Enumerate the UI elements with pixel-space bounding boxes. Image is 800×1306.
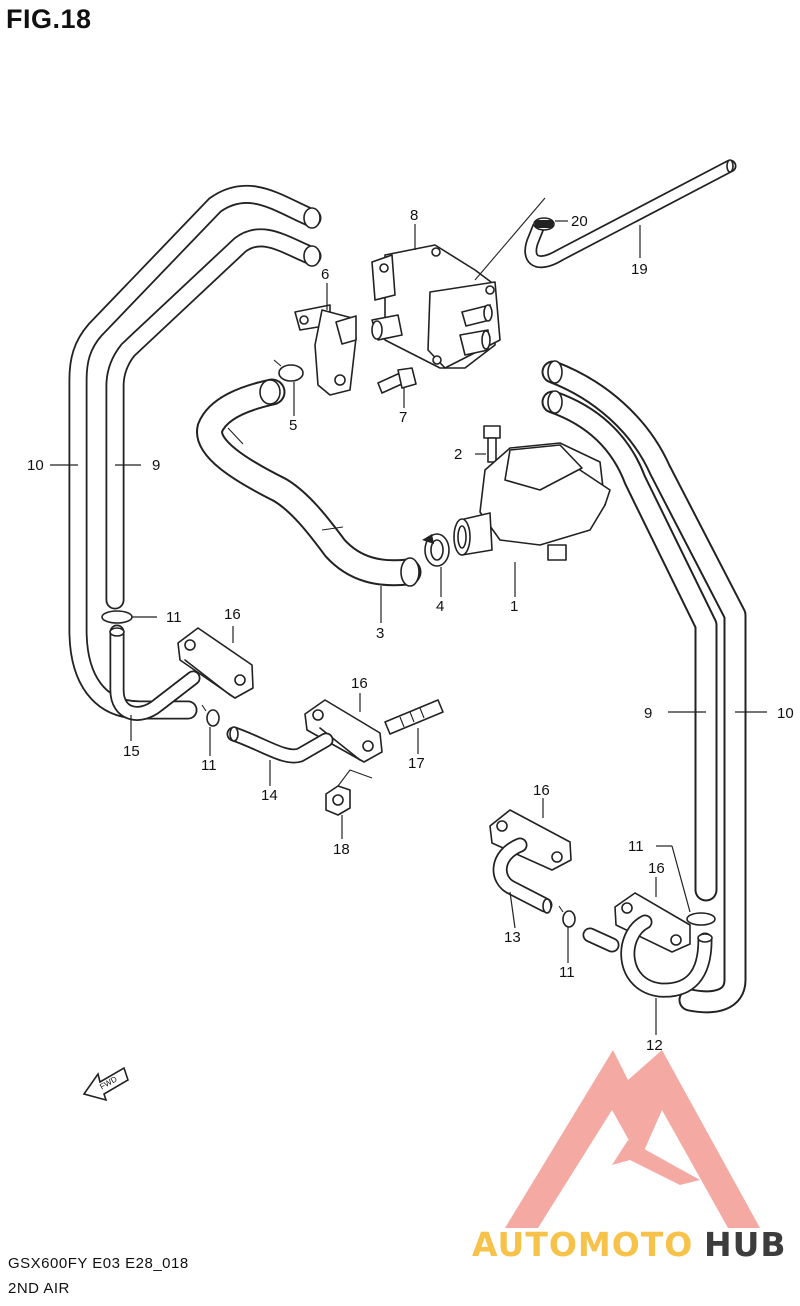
pipe-12 xyxy=(582,914,713,998)
clip-5 xyxy=(273,359,304,382)
clip-11-lower-center xyxy=(558,905,576,928)
bolt-2 xyxy=(483,425,501,463)
gasket-16-a xyxy=(177,627,254,699)
callout-16-c: 16 xyxy=(533,782,550,799)
callout-9-right: 9 xyxy=(644,705,652,722)
callout-14: 14 xyxy=(261,787,278,804)
callout-11-upper-left: 11 xyxy=(166,609,182,626)
watermark-brand-suffix: HUB xyxy=(704,1225,787,1264)
callout-13: 13 xyxy=(504,929,521,946)
watermark-logo xyxy=(505,1050,760,1228)
clip-11-upper-left xyxy=(101,610,133,624)
callout-19: 19 xyxy=(631,261,648,278)
callout-8: 8 xyxy=(410,207,418,224)
hose-19 xyxy=(524,159,737,269)
callout-5: 5 xyxy=(289,417,297,434)
callout-10-right: 10 xyxy=(777,705,794,722)
callout-16-b: 16 xyxy=(351,675,368,692)
callout-6: 6 xyxy=(321,266,329,283)
clip-11-lower-left xyxy=(201,704,220,727)
clip-11-right xyxy=(686,912,716,926)
hose-9-left xyxy=(105,228,322,610)
stud-17 xyxy=(384,699,444,735)
callout-numbers: 8 20 19 6 7 5 2 10 9 4 1 3 11 16 16 9 10… xyxy=(27,207,794,1054)
hose-10-left-end xyxy=(303,207,321,229)
callout-3: 3 xyxy=(376,625,384,642)
hose-3 xyxy=(196,378,422,587)
callout-12: 12 xyxy=(646,1037,663,1054)
callout-4: 4 xyxy=(436,598,444,615)
gasket-16-c xyxy=(489,809,572,871)
hose-10-left xyxy=(68,184,322,720)
watermark-brand: AUTOMOTO xyxy=(472,1225,693,1264)
callout-1: 1 xyxy=(510,598,518,615)
air-chamber-1 xyxy=(453,442,611,561)
callout-18: 18 xyxy=(333,841,350,858)
callout-2: 2 xyxy=(454,446,462,463)
callout-11-right: 11 xyxy=(628,838,644,855)
callout-10-left: 10 xyxy=(27,457,44,474)
callout-20: 20 xyxy=(571,213,588,230)
callout-7: 7 xyxy=(399,409,407,426)
pipe-15 xyxy=(109,624,201,721)
bracket-6 xyxy=(294,304,357,396)
callout-11-lower-center: 11 xyxy=(559,964,575,981)
callout-16-a: 16 xyxy=(224,606,241,623)
hose-9-right xyxy=(541,390,718,902)
leader-lines xyxy=(50,220,767,1035)
footer-model-code: GSX600FY E03 E28_018 xyxy=(8,1255,189,1272)
nut-18 xyxy=(325,769,373,816)
hose-10-right xyxy=(541,360,747,1014)
bolt-7 xyxy=(377,367,417,394)
pipe-13 xyxy=(492,837,553,914)
callout-17: 17 xyxy=(408,755,425,772)
watermark-text: AUTOMOTO HUB xyxy=(472,1225,787,1264)
fwd-arrow-icon: FWD xyxy=(82,1066,129,1102)
callout-15: 15 xyxy=(123,743,140,760)
clamp-20 xyxy=(533,217,555,231)
callout-11-lower-left: 11 xyxy=(201,757,217,774)
footer-section-name: 2ND AIR xyxy=(8,1280,70,1297)
pipe-14 xyxy=(226,726,334,764)
callout-16-d: 16 xyxy=(648,860,665,877)
reed-valve-8 xyxy=(371,197,546,369)
callout-9-left: 9 xyxy=(152,457,160,474)
clamp-4 xyxy=(422,533,450,567)
gasket-16-d xyxy=(614,892,691,953)
figure-title: FIG.18 xyxy=(6,4,92,34)
